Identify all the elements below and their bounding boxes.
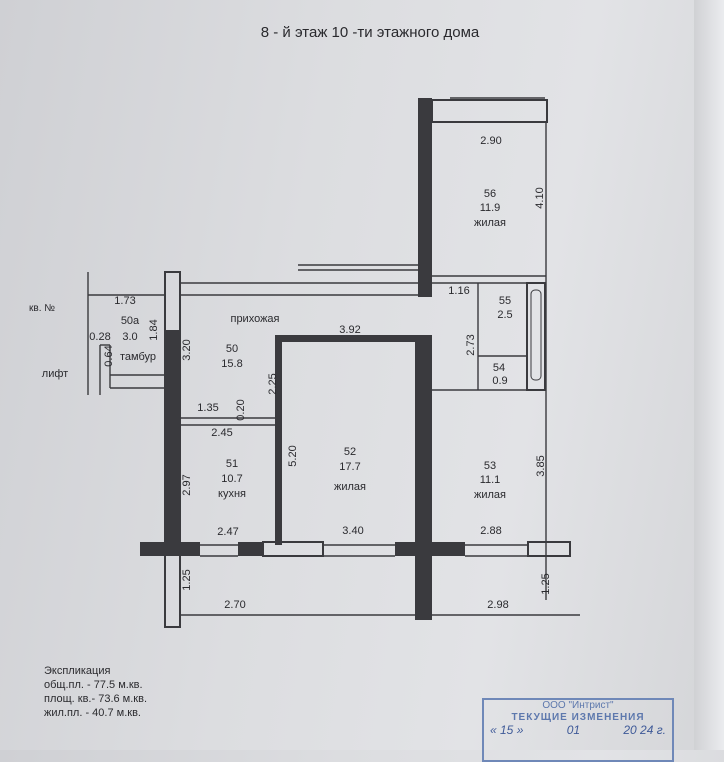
stamp-day: « 15 »: [490, 723, 524, 737]
dim: 2.70: [224, 599, 245, 611]
stamp: ООО "Интрист" ТЕКУЩИЕ ИЗМЕНЕНИЯ « 15 » 0…: [482, 698, 674, 762]
dim: 3.85: [535, 455, 547, 476]
room-50a-number: 50а: [121, 315, 140, 327]
walls: [140, 98, 571, 628]
room-51-number: 51: [226, 458, 238, 470]
dim: 0.20: [235, 399, 247, 420]
stamp-org: ООО "Интрист": [542, 700, 614, 711]
room-51-type: кухня: [218, 488, 246, 500]
dim: 5.20: [287, 445, 299, 466]
dim: 2.88: [480, 525, 501, 537]
dimensions: 2.90 4.10 1.16 2.73 3.92 1.73 1.84 3.20 …: [89, 135, 552, 611]
dim: 2.45: [211, 427, 232, 439]
lift-label: лифт: [42, 368, 68, 380]
room-50-area: 15.8: [221, 358, 242, 370]
apartment-number-label: кв. №: [29, 303, 55, 314]
dim: 1.25: [540, 573, 552, 594]
dim: 3.20: [181, 339, 193, 360]
dim: 1.84: [148, 319, 160, 340]
room-54-area: 0.9: [492, 375, 507, 387]
dim: 3.92: [339, 324, 360, 336]
room-52-type: жилая: [334, 481, 366, 493]
room-labels: 56 11.9 жилая 55 2.5 54 0.9 прихожая 50 …: [29, 188, 513, 501]
stamp-month: 01: [566, 723, 581, 737]
room-50a-area: 3.0: [122, 331, 137, 343]
dim: 2.98: [487, 599, 508, 611]
room-53-number: 53: [484, 460, 496, 472]
dim: 1.35: [197, 402, 218, 414]
explication-living-area: жил.пл. - 40.7 м.кв.: [44, 707, 141, 719]
dim: 2.25: [267, 373, 279, 394]
room-51-area: 10.7: [221, 473, 242, 485]
room-56-type: жилая: [474, 217, 506, 229]
stamp-date: « 15 » 01 20 24 г.: [484, 724, 672, 736]
room-50-number: 50: [226, 343, 238, 355]
floor-title: 8 - й этаж 10 -ти этажного дома: [261, 24, 480, 41]
explication-heading: Экспликация: [44, 665, 111, 677]
dim: 2.47: [217, 526, 238, 538]
explication-apartment-area: площ. кв.- 73.6 м.кв.: [44, 693, 148, 705]
dim: 4.10: [534, 187, 546, 208]
dim: 2.90: [480, 135, 501, 147]
room-53-area: 11.1: [480, 474, 501, 486]
room-54-number: 54: [493, 362, 505, 374]
paper-edge: [694, 0, 724, 750]
dim: 2.73: [465, 334, 477, 355]
dim: 1.73: [114, 295, 135, 307]
room-56-number: 56: [484, 188, 496, 200]
explication-total-area: общ.пл. - 77.5 м.кв.: [44, 679, 143, 691]
dim: 2.97: [181, 474, 193, 495]
room-52-number: 52: [344, 446, 356, 458]
dim: 1.25: [181, 569, 193, 590]
room-52-area: 17.7: [339, 461, 360, 473]
dim: 3.40: [342, 525, 363, 537]
stamp-year: 20 24 г.: [623, 723, 666, 737]
room-55-area: 2.5: [497, 309, 512, 321]
dim: 0.28: [89, 331, 110, 343]
room-55-number: 55: [499, 295, 511, 307]
explication: Экспликация общ.пл. - 77.5 м.кв. площ. к…: [44, 664, 147, 720]
room-53-type: жилая: [474, 489, 506, 501]
room-50-type: прихожая: [230, 313, 279, 325]
dim: 0.64: [103, 345, 115, 366]
room-56-area: 11.9: [480, 202, 501, 214]
dim: 1.16: [448, 285, 469, 297]
thin-lines: [87, 97, 580, 628]
stamp-caption: ТЕКУЩИЕ ИЗМЕНЕНИЯ: [511, 712, 645, 723]
room-50a-type: тамбур: [120, 351, 156, 363]
